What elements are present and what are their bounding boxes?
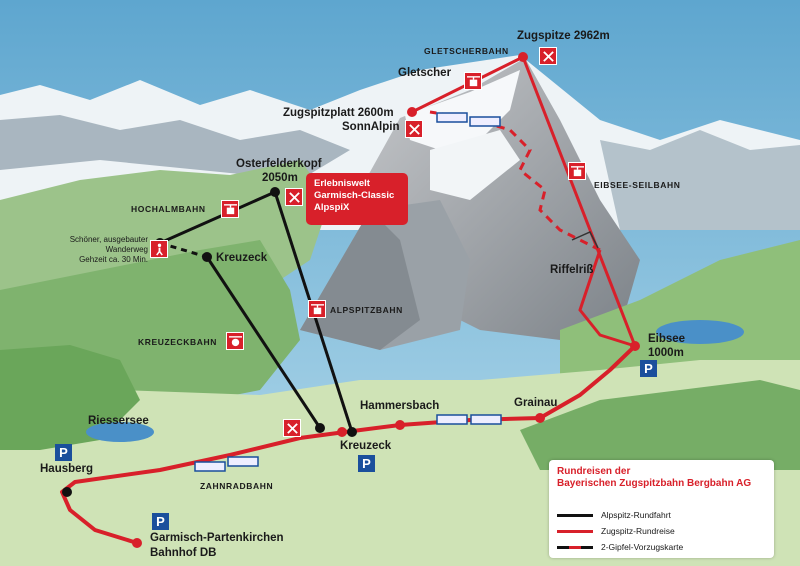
station-zugspitze <box>518 52 528 62</box>
label-grainau: Grainau <box>514 397 558 409</box>
label-eibsee: Eibsee <box>648 333 686 345</box>
eibsee-lake <box>656 320 744 344</box>
promo-line2: Garmisch-Classic <box>314 190 395 201</box>
label-zugspitzplatt: Zugspitzplatt 2600m <box>283 107 394 119</box>
restaurant-icon <box>405 120 423 138</box>
cable-car-icon <box>568 162 586 180</box>
label-kreuzeckbahn: KREUZECKBAHN <box>138 337 217 347</box>
hiker-icon <box>150 240 168 258</box>
restaurant-icon <box>285 188 303 206</box>
hiking-note-line2: Wanderweg <box>105 245 148 254</box>
station-osterfelderkopf <box>270 187 280 197</box>
legend-item-alpspitz: Alpspitz-Rundfahrt <box>557 510 671 520</box>
legend-title-line1: Rundreisen der <box>557 466 631 477</box>
label-zahnradbahn: ZAHNRADBAHN <box>200 481 274 491</box>
label-riffelriss: Riffelriß <box>550 264 594 276</box>
station-kreuzeck-summit <box>202 252 212 262</box>
label-eibsee-seilbahn: EIBSEE-SEILBAHN <box>594 180 681 190</box>
kreuzeckbahn-line <box>205 256 322 429</box>
parking-icon: P <box>55 444 72 461</box>
glacier <box>405 70 520 150</box>
legend-swatch-mixed <box>557 545 593 549</box>
station-garmisch <box>132 538 142 548</box>
alpspitze-shadow <box>300 210 420 350</box>
restaurant-icon <box>539 47 557 65</box>
legend-label: Zugspitz-Rundreise <box>601 526 675 536</box>
station-alpspitzbahn-valley <box>347 427 357 437</box>
valley-forest-right <box>520 380 800 470</box>
restaurant-icon <box>283 419 301 437</box>
legend-label: 2-Gipfel-Vorzugskarte <box>601 542 684 552</box>
cable-car-icon <box>221 200 239 218</box>
snow-field <box>430 130 520 200</box>
legend-label: Alpspitz-Rundfahrt <box>601 510 671 520</box>
promo-box[interactable]: Erlebniswelt Garmisch-Classic AlpspiX <box>306 173 408 225</box>
hochalmbahn-line <box>159 190 276 245</box>
eibsee-seilbahn-line <box>521 56 637 347</box>
station-hammersbach <box>395 420 405 430</box>
station-eibsee <box>630 341 640 351</box>
station-hausberg <box>62 487 72 497</box>
riffelriss-tunnel-icon <box>571 231 599 249</box>
label-osterfelderkopf-height: 2050m <box>262 172 298 184</box>
label-eibsee-height: 1000m <box>648 347 684 359</box>
parking-icon: P <box>152 513 169 530</box>
promo-line1: Erlebniswelt <box>314 178 370 189</box>
train-grainau <box>436 414 502 425</box>
cable-car-icon <box>308 300 326 318</box>
label-alpspitzbahn: ALPSPITZBAHN <box>330 305 403 315</box>
label-gletscher: Gletscher <box>398 67 452 79</box>
parking-icon: P <box>640 360 657 377</box>
station-zugspitzplatt <box>407 107 417 117</box>
station-kreuzeckbahn-valley <box>315 423 325 433</box>
legend-item-2gipfel: 2-Gipfel-Vorzugskarte <box>557 542 683 552</box>
hiking-path-dashed <box>159 241 208 259</box>
legend: Rundreisen der Bayerischen Zugspitzbahn … <box>549 460 774 558</box>
label-kreuzeck-station: Kreuzeck <box>340 440 392 452</box>
hiking-note-line1: Schöner, ausgebauter <box>69 235 148 244</box>
hiking-note: Schöner, ausgebauter Wanderweg Gehzeit c… <box>50 235 148 265</box>
promo-line3: AlpspiX <box>314 202 350 213</box>
label-zugspitze: Zugspitze 2962m <box>517 30 610 42</box>
hiking-note-line3: Gehzeit ca. 30 Min. <box>79 255 148 264</box>
legend-swatch-red <box>557 529 593 533</box>
gondola-icon <box>226 332 244 350</box>
label-hochalmbahn: HOCHALMBAHN <box>131 204 206 214</box>
label-hausberg: Hausberg <box>40 463 94 475</box>
parking-icon: P <box>358 455 375 472</box>
riessersee-lake <box>86 422 154 442</box>
station-kreuzeck-valley <box>337 427 347 437</box>
legend-swatch-black <box>557 513 593 517</box>
legend-title-line2: Bayerischen Zugspitzbahn Bergbahn AG <box>557 478 752 489</box>
label-osterfelderkopf: Osterfelderkopf <box>236 158 322 170</box>
label-kreuzeck-summit: Kreuzeck <box>216 252 268 264</box>
label-gletscherbahn: GLETSCHERBAHN <box>424 46 509 56</box>
riffelriss-route <box>578 249 636 348</box>
legend-item-zugspitz: Zugspitz-Rundreise <box>557 526 675 536</box>
cable-car-icon <box>464 72 482 90</box>
station-grainau <box>535 413 545 423</box>
label-bahnhof: Bahnhof DB <box>150 547 217 559</box>
train-zugspitzplatt <box>436 112 501 127</box>
label-hammersbach: Hammersbach <box>360 400 440 412</box>
label-riessersee: Riessersee <box>88 415 149 427</box>
zugspitz-route-main <box>60 344 637 545</box>
train-zahnradbahn <box>194 456 259 472</box>
distant-rock <box>0 115 350 180</box>
right-range <box>600 130 800 230</box>
label-garmisch: Garmisch-Partenkirchen <box>150 532 284 544</box>
label-sonnalpin: SonnAlpin <box>342 121 400 133</box>
